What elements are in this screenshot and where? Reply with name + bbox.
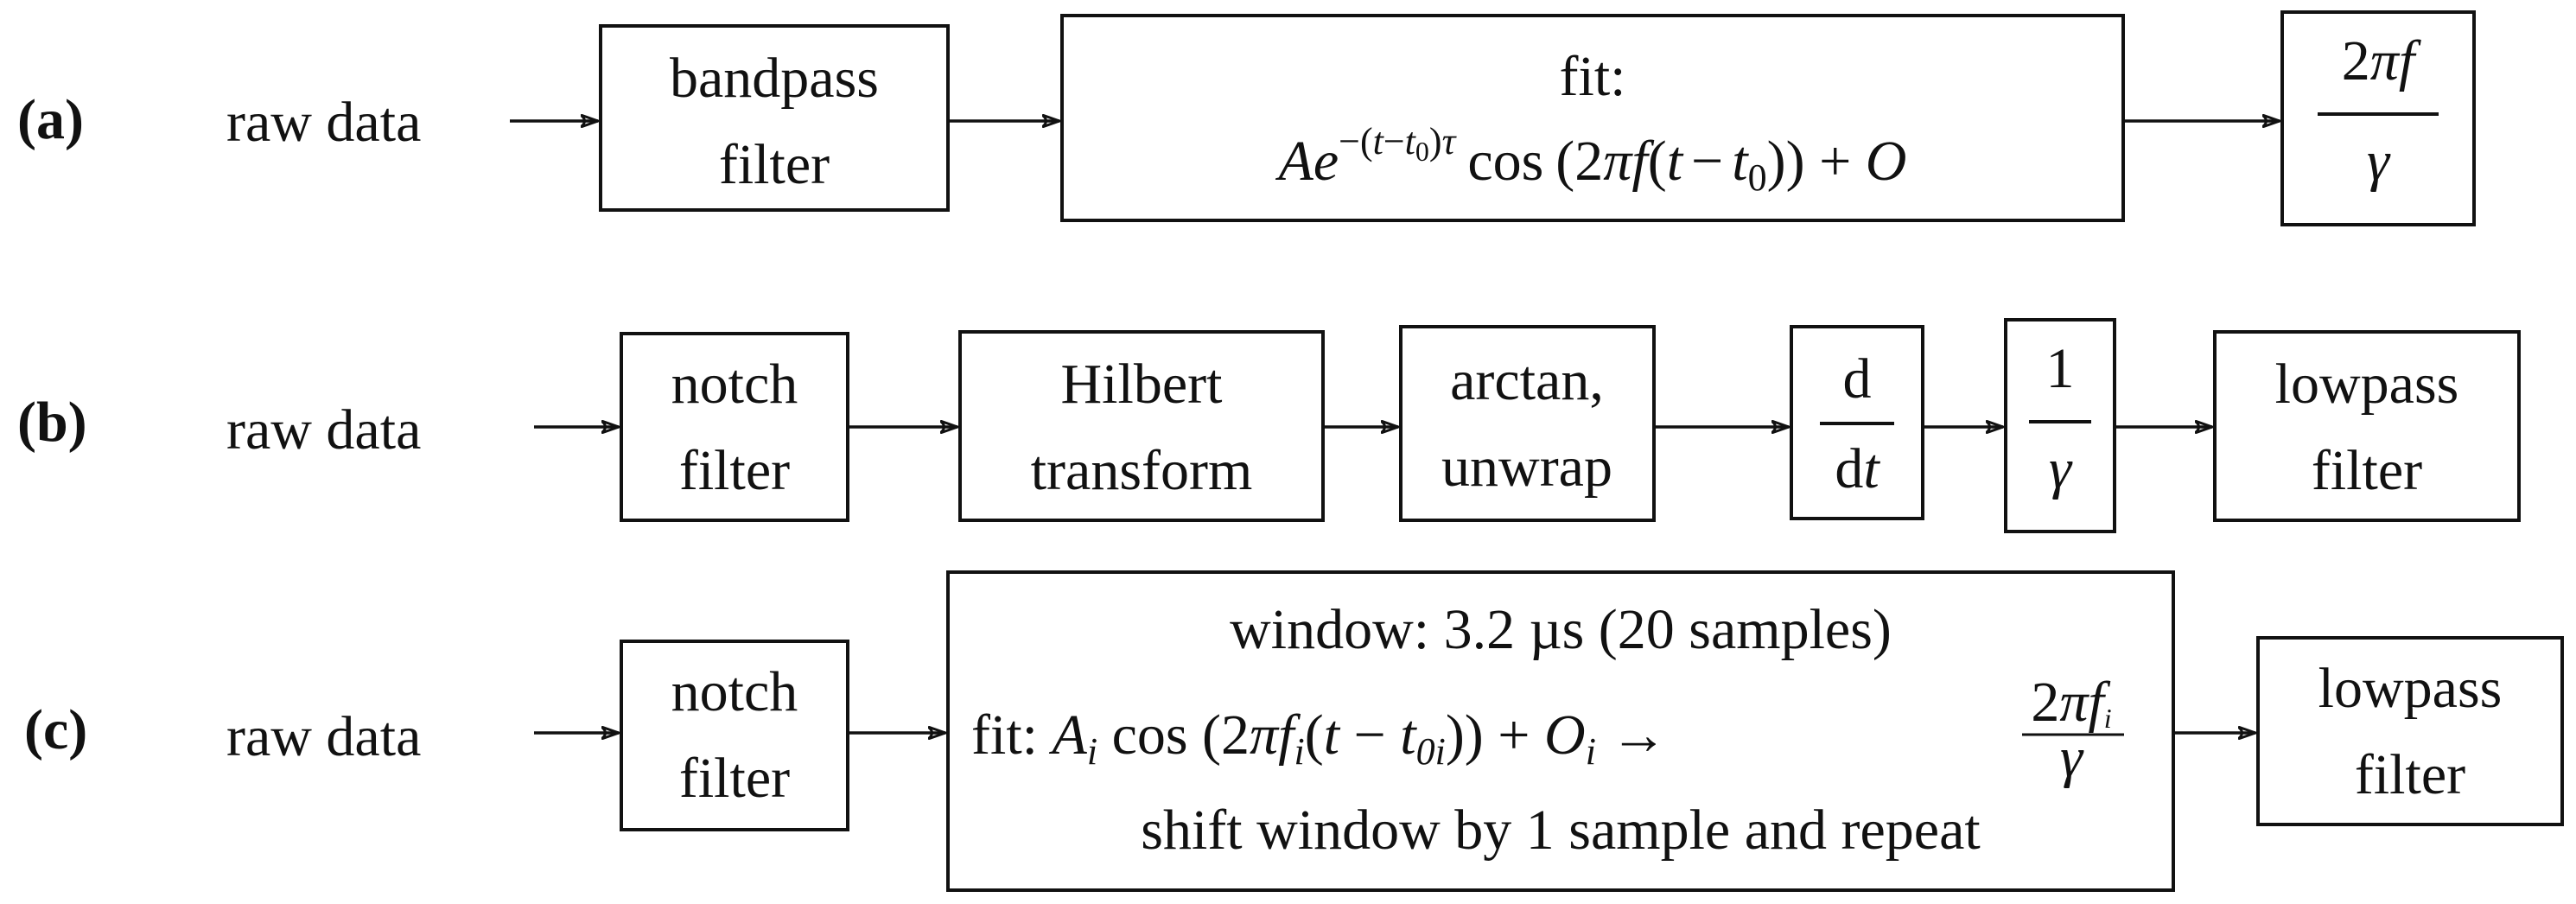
derivative-box: d dt — [1790, 325, 1924, 520]
derivative-denominator: dt — [1835, 437, 1880, 500]
inverse-gamma-box: 1 γ — [2004, 318, 2116, 533]
row-a-input: raw data — [226, 91, 421, 154]
notch-c-line1: notch — [671, 660, 798, 723]
fit-formula-c: fit: Ai cos (2πfi(t − t0i)) + Oi → — [971, 703, 1667, 773]
row-c: (c) raw data notch filter window: 3.2 µs… — [24, 570, 2564, 892]
inverse-denominator: γ — [2049, 437, 2073, 500]
fit-c-fraction-numerator: 2πfi — [2031, 671, 2111, 734]
lowpass-c-line2: filter — [2355, 743, 2465, 806]
lowpass-c-line1: lowpass — [2318, 657, 2503, 720]
notch-c-line2: filter — [679, 747, 790, 810]
lowpass-b-line1: lowpass — [2275, 353, 2459, 416]
bandpass-line2: filter — [719, 133, 830, 196]
result-denominator: γ — [2367, 130, 2391, 193]
arctan-line2: unwrap — [1441, 436, 1612, 499]
inverse-numerator: 1 — [2046, 337, 2075, 400]
shift-line: shift window by 1 sample and repeat — [1141, 799, 1980, 862]
fit-title-a: fit: — [1560, 45, 1626, 108]
arctan-line1: arctan, — [1450, 349, 1604, 412]
hilbert-line1: Hilbert — [1061, 353, 1223, 416]
bandpass-line1: bandpass — [670, 47, 879, 110]
row-a-label: (a) — [17, 88, 84, 151]
row-b: (b) raw data notch filter Hilbert transf… — [17, 318, 2521, 533]
hilbert-line2: transform — [1031, 439, 1253, 502]
notch-b-line1: notch — [671, 353, 798, 416]
row-c-input: raw data — [226, 705, 421, 768]
derivative-numerator: d — [1843, 347, 1872, 411]
row-c-label: (c) — [24, 698, 87, 761]
fit-c-fraction-denominator: γ — [2060, 726, 2084, 789]
lowpass-filter-box-c: lowpass filter — [2256, 636, 2564, 826]
bandpass-filter-box: bandpass filter — [599, 24, 950, 212]
notch-filter-box-b: notch filter — [620, 332, 849, 522]
notch-filter-box-c: notch filter — [620, 640, 849, 831]
sliding-window-fit-box: window: 3.2 µs (20 samples) fit: Ai cos … — [946, 570, 2175, 892]
notch-b-line2: filter — [679, 439, 790, 502]
row-b-label: (b) — [17, 391, 87, 454]
lowpass-filter-box-b: lowpass filter — [2213, 330, 2521, 522]
window-line: window: 3.2 µs (20 samples) — [1230, 598, 1892, 661]
frequency-result-box: 2πf γ — [2280, 10, 2476, 226]
row-a: (a) raw data bandpass filter fit: Ae−(t−… — [17, 10, 2476, 226]
result-numerator: 2πf — [2342, 29, 2421, 92]
hilbert-transform-box: Hilbert transform — [958, 330, 1325, 522]
arctan-unwrap-box: arctan, unwrap — [1399, 325, 1656, 522]
row-b-input: raw data — [226, 398, 421, 462]
lowpass-b-line2: filter — [2312, 439, 2422, 502]
